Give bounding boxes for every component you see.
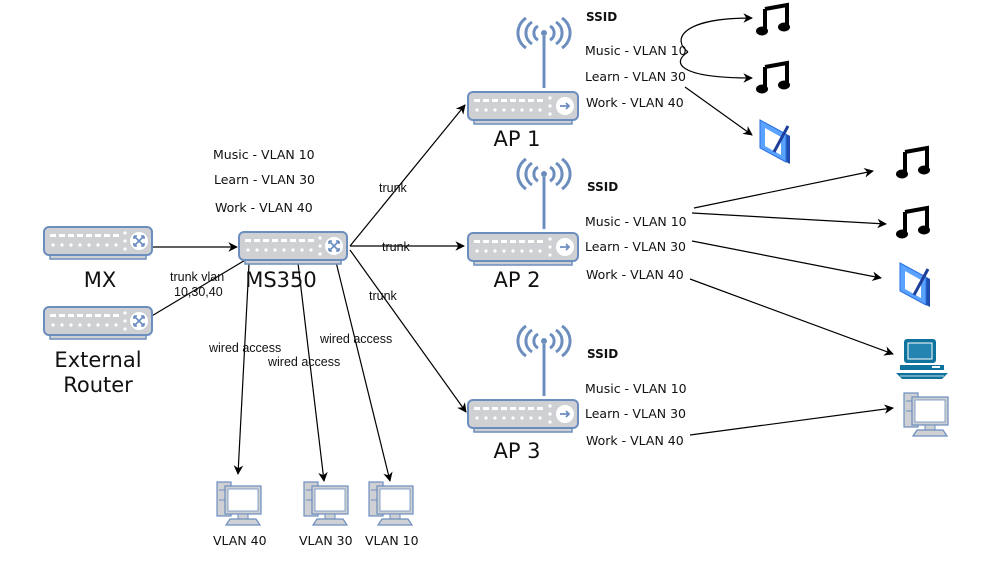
external-router-icon[interactable] bbox=[43, 306, 153, 340]
desktop-pc-icon[interactable] bbox=[303, 481, 349, 526]
ap1-ssid-music: Music - VLAN 10 bbox=[585, 43, 687, 58]
ms350-switch-icon[interactable] bbox=[238, 231, 348, 265]
ap3-icon[interactable] bbox=[466, 324, 580, 434]
edge-switch-to-pc-vlan10 bbox=[335, 261, 393, 482]
ms350-label: MS350 bbox=[245, 268, 317, 292]
laptop-terminal-icon[interactable] bbox=[895, 338, 949, 380]
desktop-pc-icon[interactable] bbox=[903, 392, 949, 437]
edge-ap3-work-to-pc bbox=[689, 404, 894, 436]
ap1-ssid-title: SSID bbox=[586, 10, 618, 24]
edge-router-to-switch bbox=[144, 255, 253, 321]
edge-ap2-music-to-note3 bbox=[693, 168, 874, 209]
trunk-ap1-label: trunk bbox=[379, 181, 407, 195]
ap3-label: AP 3 bbox=[493, 439, 541, 463]
ap3-ssid-title: SSID bbox=[587, 347, 619, 361]
tablet-icon[interactable] bbox=[898, 261, 932, 309]
external-router-label-line2: Router bbox=[63, 373, 133, 397]
ap1-ssid-learn: Learn - VLAN 30 bbox=[585, 69, 686, 84]
mx-appliance-icon[interactable] bbox=[43, 226, 153, 260]
ap2-ssid-work: Work - VLAN 40 bbox=[586, 267, 684, 282]
trunk-ap3-label: trunk bbox=[369, 289, 397, 303]
edge-switch-to-ap1 bbox=[349, 104, 466, 247]
external-router-label-line1: External bbox=[54, 348, 142, 372]
pc-vlan10-label: VLAN 10 bbox=[365, 533, 419, 548]
wired-access-label-2: wired access bbox=[268, 355, 341, 369]
music-note-icon[interactable] bbox=[894, 146, 932, 181]
trunk-ap2-label: trunk bbox=[382, 240, 410, 254]
edge-ap2-learn-to-tablet bbox=[691, 240, 882, 282]
ap2-ssid-music: Music - VLAN 10 bbox=[585, 214, 687, 229]
router-trunk-label-line1: trunk vlan bbox=[170, 270, 225, 284]
desktop-pc-icon[interactable] bbox=[368, 481, 414, 526]
music-note-icon[interactable] bbox=[894, 206, 932, 241]
tablet-icon[interactable] bbox=[758, 118, 792, 166]
wired-access-label-1: wired access bbox=[209, 341, 282, 355]
ap1-icon[interactable] bbox=[466, 16, 580, 126]
desktop-pc-icon[interactable] bbox=[216, 481, 262, 526]
switch-vlan-work: Work - VLAN 40 bbox=[215, 200, 313, 215]
switch-vlan-learn: Learn - VLAN 30 bbox=[214, 172, 315, 187]
pc-vlan40-label: VLAN 40 bbox=[213, 533, 267, 548]
ap2-label: AP 2 bbox=[493, 268, 541, 292]
edge-switch-to-pc-vlan30 bbox=[297, 262, 328, 482]
ap1-label: AP 1 bbox=[493, 127, 541, 151]
ap2-icon[interactable] bbox=[466, 157, 580, 267]
music-note-icon[interactable] bbox=[754, 61, 792, 96]
edge-ap1-work-to-tablet bbox=[684, 86, 753, 136]
music-note-icon[interactable] bbox=[754, 3, 792, 38]
edge-switch-to-ap3 bbox=[349, 249, 467, 413]
ap3-ssid-learn: Learn - VLAN 30 bbox=[585, 406, 686, 421]
edge-ap2-work-to-terminal bbox=[689, 278, 894, 356]
edge-ap1-music-to-note2 bbox=[679, 51, 753, 83]
mx-label: MX bbox=[83, 268, 117, 292]
pc-vlan30-label: VLAN 30 bbox=[299, 533, 353, 548]
ap1-ssid-work: Work - VLAN 40 bbox=[586, 95, 684, 110]
ap2-ssid-learn: Learn - VLAN 30 bbox=[585, 239, 686, 254]
switch-vlan-music: Music - VLAN 10 bbox=[213, 147, 315, 162]
ap2-ssid-title: SSID bbox=[587, 180, 619, 194]
edge-ap2-music-to-note4 bbox=[691, 212, 887, 229]
wired-access-label-3: wired access bbox=[320, 332, 393, 346]
router-trunk-label-line2: 10,30,40 bbox=[174, 285, 223, 299]
edge-switch-to-pc-vlan40 bbox=[233, 263, 250, 475]
ap3-ssid-work: Work - VLAN 40 bbox=[586, 433, 684, 448]
edge-ap1-music-to-note1 bbox=[680, 13, 753, 53]
ap3-ssid-music: Music - VLAN 10 bbox=[585, 381, 687, 396]
